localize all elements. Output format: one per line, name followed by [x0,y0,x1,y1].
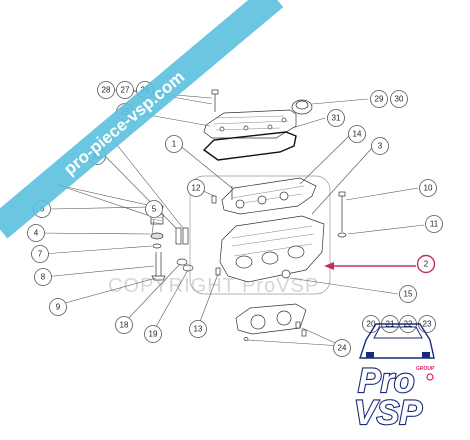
callout-number: 11 [430,220,439,229]
callout-number: 30 [395,95,404,104]
logo-vsp-text: VSP [354,394,422,432]
car-icon [359,323,435,359]
callout-10: 10 [419,179,437,197]
callout-29: 29 [370,90,388,108]
cylinder-head [219,215,325,283]
callout-4: 4 [27,224,45,242]
logo-pro-text: Pro [358,362,415,400]
callout-number: 15 [404,290,413,299]
callout-28: 28 [97,81,115,99]
valve-cover [203,109,297,139]
cover-bolt [211,89,219,112]
callout-23: 23 [418,315,436,333]
callout-number: 9 [56,303,61,312]
callout-circle [116,81,134,99]
callout-number: 29 [375,95,384,104]
copyright-watermark: COPYRIGHT ProVSP [108,275,319,297]
callout-19: 19 [144,325,162,343]
callout-2: 2 [416,254,436,274]
leader-lines [37,89,425,347]
callout-8: 8 [34,268,52,286]
callout-24: 24 [333,339,351,357]
callout-group: 2827262930312511431612101126457891819131… [27,81,443,357]
callout-number: 3 [378,142,383,151]
callout-3: 3 [371,137,389,155]
callout-number: 27 [121,86,130,95]
callout-circle [115,316,133,334]
valve [151,252,166,281]
camshaft-carrier [221,177,317,215]
callout-circle [348,125,366,143]
callout-circle [187,179,205,197]
callout-number: 13 [194,325,203,334]
callout-circle [144,325,162,343]
dowel-pin [215,267,221,276]
callout-27: 27 [116,81,134,99]
callout-number: 7 [38,250,43,259]
callout-1: 1 [165,135,183,153]
dowel-pin [211,195,217,204]
callout-circle [390,90,408,108]
callout-number: 28 [102,86,111,95]
head-gasket [235,303,307,335]
parts-artwork [150,89,347,341]
callout-circle [165,135,183,153]
callout-number: 20 [367,320,376,329]
callout-number: 8 [41,273,46,282]
callout-circle [425,215,443,233]
callout-circle [27,224,45,242]
callout-number: 19 [149,330,158,339]
provsp-logo: Pro VSP GROUP [353,361,435,433]
callout-number: 14 [353,130,362,139]
valve-seat [182,264,194,272]
callout-circle [333,339,351,357]
callout-circle [34,268,52,286]
valve-seal [176,258,188,266]
small-seal [243,337,249,341]
callout-circle [31,245,49,263]
callout-13: 13 [189,320,207,338]
callout-circle [189,320,207,338]
callout-number: 31 [332,114,341,123]
callout-15: 15 [399,285,417,303]
callout-circle [371,137,389,155]
callout-31: 31 [327,109,345,127]
cover-gasket [202,131,297,161]
callout-7: 7 [31,245,49,263]
callout-number: 24 [338,344,347,353]
callout-number: 5 [152,205,157,214]
callout-11: 11 [425,215,443,233]
callout-circle [399,285,417,303]
callout-18: 18 [115,316,133,334]
small-sleeve [295,321,301,329]
callout-circle [327,109,345,127]
logo-tagline: GROUP [416,366,435,372]
callout-circle [416,254,436,274]
callout-12: 12 [187,179,205,197]
callout-circle [145,200,163,218]
highlight-arrow [324,262,416,270]
callout-circle [49,298,67,316]
oil-filler-cap [291,99,313,115]
callout-14: 14 [348,125,366,143]
callout-number: 1 [172,140,177,149]
logo-dot-icon [426,373,434,381]
callout-number: 18 [120,321,129,330]
callout-number: 12 [192,184,201,193]
callout-5: 5 [145,200,163,218]
callout-number: 4 [34,229,39,238]
head-bolt [337,191,347,238]
callout-number: 23 [423,320,432,329]
valve-guide [175,227,189,245]
callout-9: 9 [49,298,67,316]
callout-circle [97,81,115,99]
assembly-frame [189,175,331,295]
callout-30: 30 [390,90,408,108]
callout-number: 2 [424,260,429,269]
callout-number: 10 [424,184,433,193]
small-sleeve [301,329,307,337]
callout-circle [370,90,388,108]
callout-circle [419,179,437,197]
